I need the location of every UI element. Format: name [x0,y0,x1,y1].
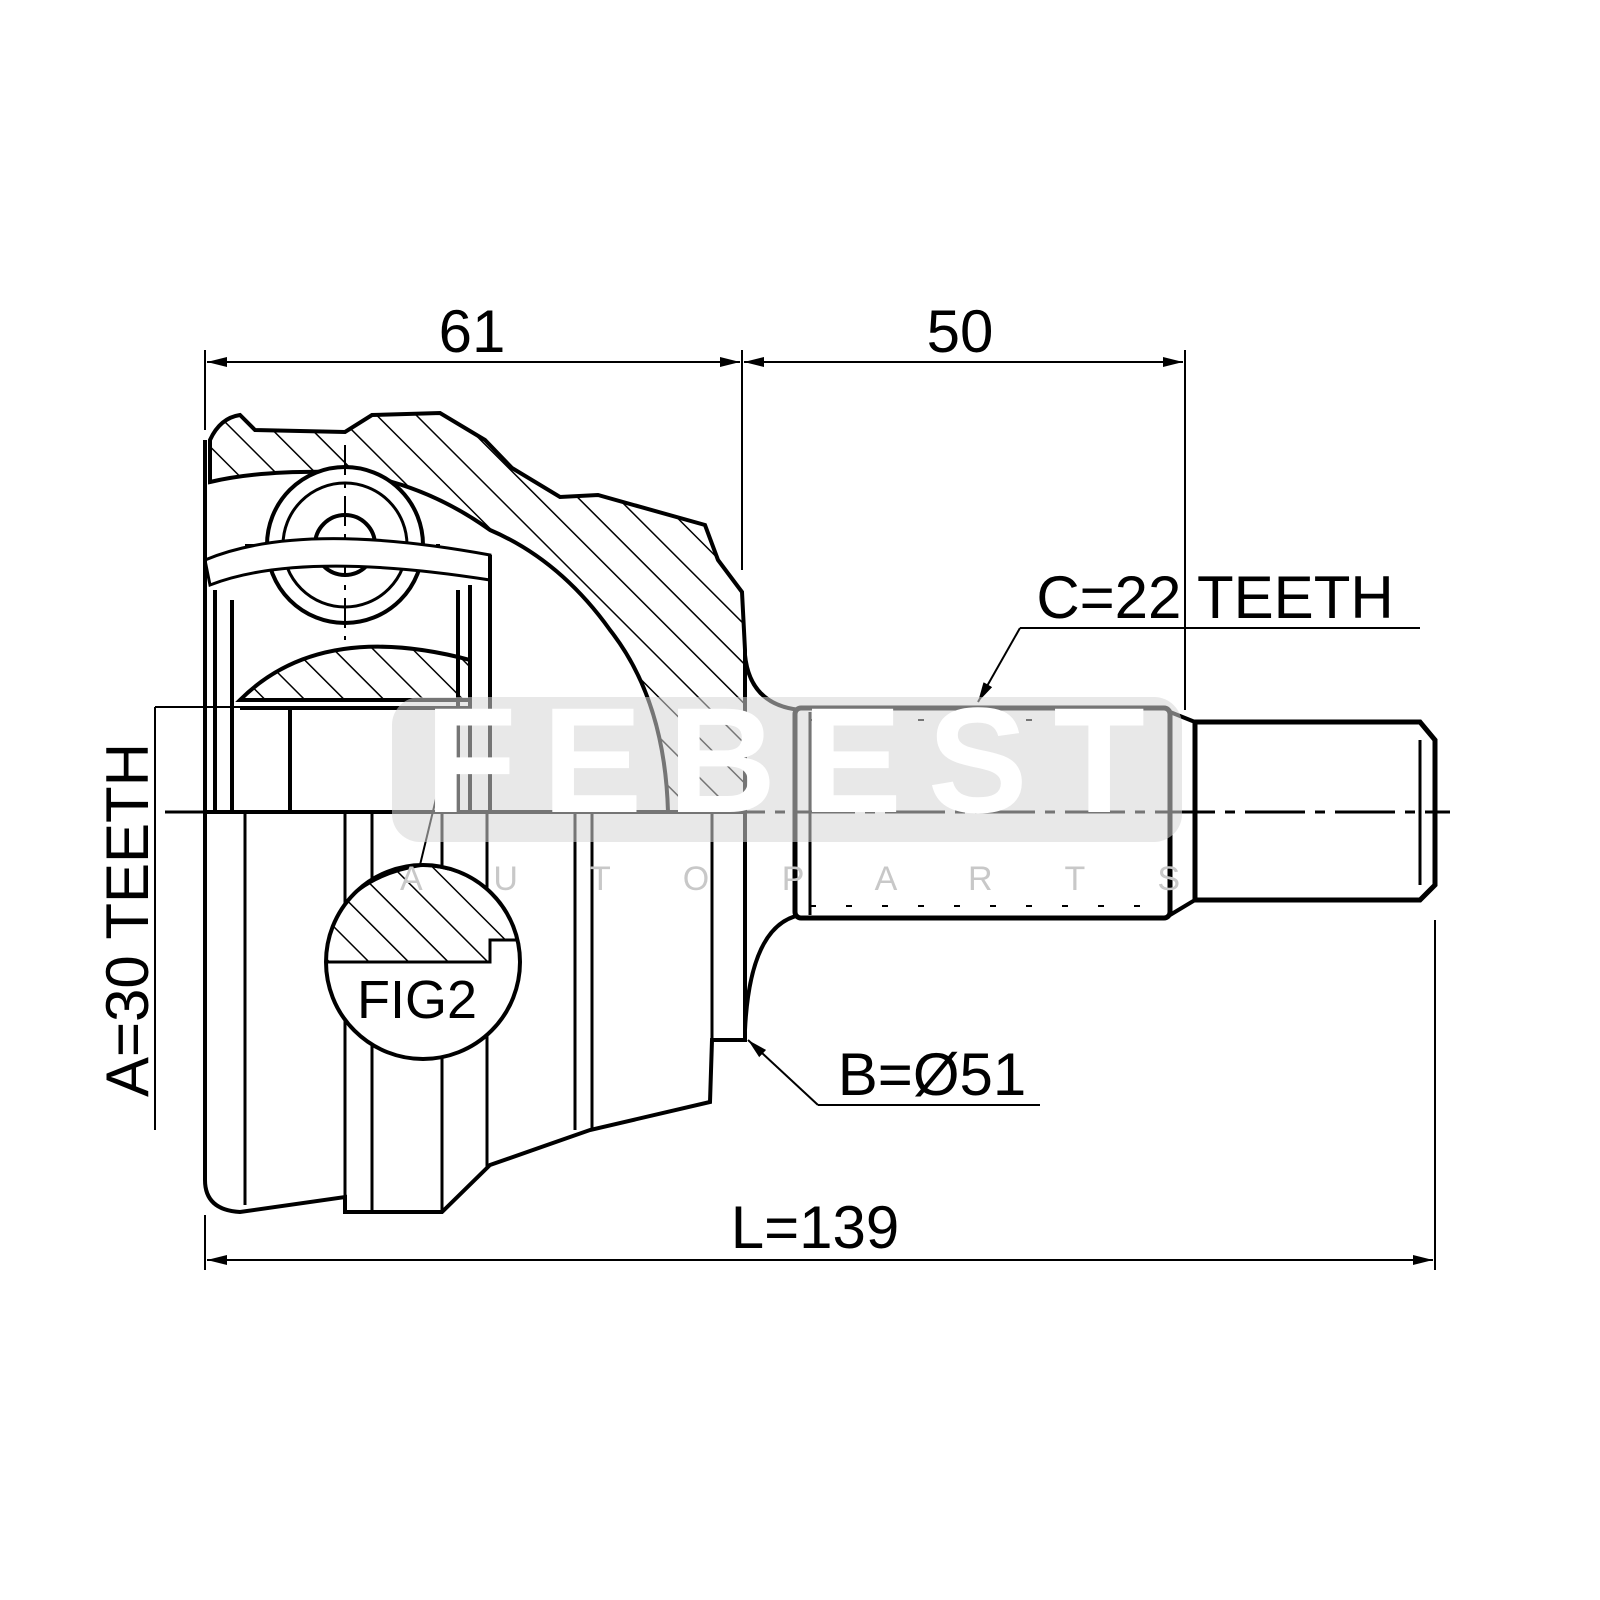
diameter-b-label: B=Ø51 [838,1041,1026,1108]
dim-61: 61 [439,298,506,365]
dim-50: 50 [927,298,994,365]
fig2-detail: FIG2 [324,863,522,1061]
inner-race-section [235,644,472,702]
spline-a-label: A=30 TEETH [94,743,161,1097]
dimension-lines [154,357,1433,1265]
spline-c-label: C=22 TEETH [1036,564,1393,631]
length-label: L=139 [731,1194,900,1261]
fig2-label: FIG2 [357,970,477,1030]
